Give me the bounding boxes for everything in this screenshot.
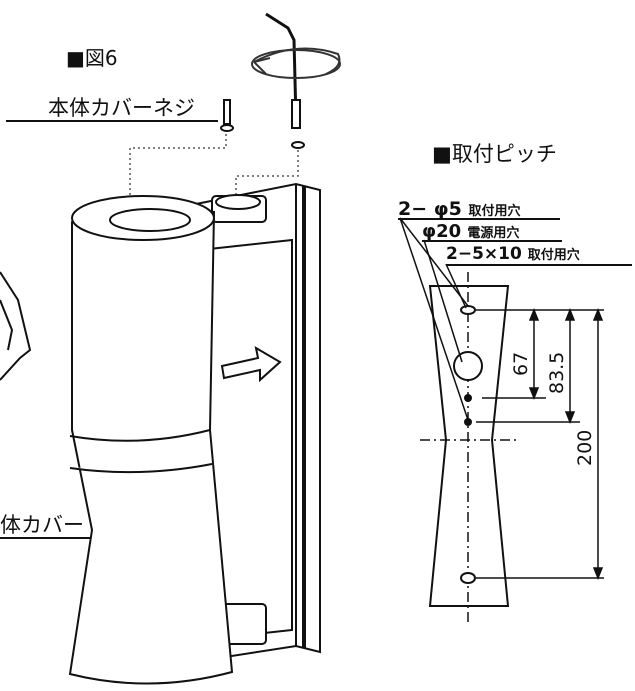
callout-underline (446, 264, 632, 266)
pitch-centerline (420, 272, 516, 622)
dimension-67: 67 (510, 351, 532, 376)
partial-fixture-edge (0, 271, 32, 381)
screw-leader-lines (129, 134, 299, 212)
callout-slot-hole-suffix: 取付用穴 (527, 248, 580, 263)
hex-wrench-icon (265, 12, 298, 121)
body-cover-underline (0, 537, 90, 539)
body-cover-label: 体カバー (0, 513, 84, 537)
callout-mount-hole-prefix: 2− φ5 (398, 198, 462, 220)
callout-underline (398, 218, 560, 220)
cover-screw-underline (6, 120, 218, 122)
dimension-83-5: 83.5 (546, 351, 568, 394)
driver-rod (291, 99, 301, 129)
pitch-dimension-lines (528, 307, 604, 581)
callout-underline (422, 240, 562, 242)
pitch-holes (453, 305, 483, 584)
screw-left-icon (220, 99, 234, 132)
rotation-arrow-icon (251, 47, 341, 79)
callout-power-hole-prefix: φ20 (422, 221, 462, 242)
callout-power-hole-suffix: 電源用穴 (467, 226, 520, 241)
screw-right-icon (291, 141, 305, 149)
slide-arrow-icon (220, 346, 282, 383)
callout-slot-hole-prefix: 2−5×10 (446, 244, 522, 264)
figure-title: ■図6 (66, 46, 118, 70)
pitch-plate (428, 285, 510, 607)
pitch-title: ■取付ピッチ (432, 142, 557, 166)
body-cover (68, 195, 234, 685)
callout-power-hole: φ20 電源用穴 (422, 221, 519, 242)
callout-slot-hole: 2−5×10 取付用穴 (446, 244, 580, 264)
pitch-extension-lines (476, 309, 604, 579)
pitch-leader-lines (399, 217, 469, 421)
mounting-base (184, 182, 321, 662)
callout-mount-hole-suffix: 取付用穴 (468, 204, 521, 219)
cover-screw-label: 本体カバーネジ (48, 96, 195, 120)
dimension-200: 200 (574, 429, 596, 466)
callout-mount-hole: 2− φ5 取付用穴 (398, 198, 520, 220)
